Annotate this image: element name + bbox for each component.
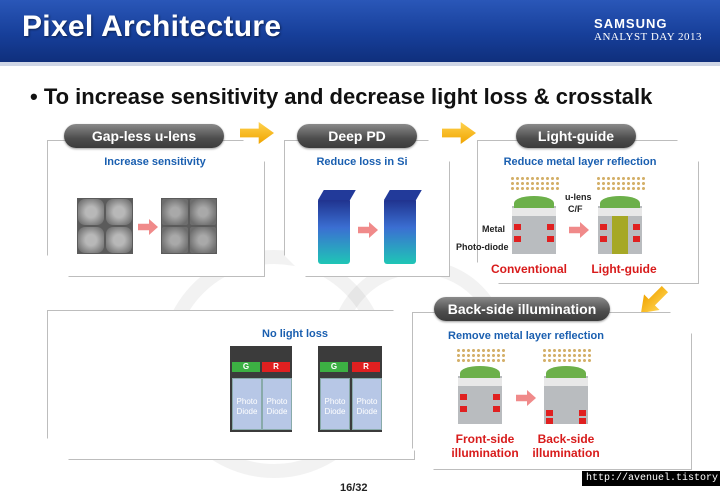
step-sub-gapless: Increase sensitivity: [104, 156, 206, 168]
conventional-label: Conventional: [490, 262, 567, 276]
bullet-text: • To increase sensitivity and decrease l…: [30, 84, 653, 109]
pixel-back-side-image: [544, 366, 588, 424]
light-dots: [510, 176, 560, 190]
light-dots: [542, 348, 592, 362]
step-label-gapless: Gap-less u-lens: [64, 124, 224, 148]
header-divider: [0, 62, 720, 66]
page-number: 16/32: [340, 482, 368, 494]
step-label-light-guide: Light-guide: [516, 124, 636, 148]
red-filter: R: [352, 362, 380, 372]
light-guide-label: Light-guide: [591, 262, 657, 276]
step-sub-deep-pd: Reduce loss in Si: [316, 156, 408, 168]
step-sub-bsi: Remove metal layer reflection: [448, 330, 604, 342]
photodiode-cell: Photo Diode: [352, 378, 382, 430]
light-dots: [596, 176, 646, 190]
photodiode-deep-image: [384, 190, 422, 264]
no-light-loss-title: No light loss: [262, 328, 328, 340]
green-filter: G: [320, 362, 348, 372]
ulens-gapless-image: [161, 198, 217, 254]
arrow-right-icon: [442, 122, 476, 144]
step-label-bsi: Back-side illumination: [434, 297, 610, 321]
pixel-conventional-image: [512, 196, 556, 254]
step-sub-light-guide: Reduce metal layer reflection: [503, 156, 657, 168]
brand-line2: ANALYST DAY 2013: [594, 31, 702, 43]
brand-logo: SAMSUNG ANALYST DAY 2013: [594, 16, 702, 43]
photodiode-cell: Photo Diode: [320, 378, 350, 430]
red-filter: R: [262, 362, 290, 372]
page-title: Pixel Architecture: [22, 10, 282, 43]
front-side-label: Front-side illumination: [451, 432, 519, 460]
brand-line1: SAMSUNG: [594, 16, 668, 31]
photodiode-label: Photo-diode: [456, 242, 509, 252]
ulens-conventional-image: [77, 198, 133, 254]
ulens-label: u-lens: [565, 192, 592, 202]
step-label-deep-pd: Deep PD: [297, 124, 417, 148]
pixel-front-side-image: [458, 366, 502, 424]
green-filter: G: [232, 362, 260, 372]
photodiode-cell: Photo Diode: [232, 378, 262, 430]
arrow-right-icon: [240, 122, 274, 144]
panel-deep-pd: [284, 140, 450, 277]
back-side-label: Back-side illumination: [532, 432, 600, 460]
source-url: http://avenuel.tistory.com: [582, 471, 720, 486]
cf-label: C/F: [568, 204, 583, 214]
light-dots: [456, 348, 506, 362]
photodiode-shallow-image: [318, 190, 356, 264]
header-bar: Pixel Architecture SAMSUNG ANALYST DAY 2…: [0, 0, 720, 62]
pixel-light-guide-image: [598, 196, 642, 254]
metal-label: Metal: [482, 224, 506, 234]
photodiode-cell: Photo Diode: [262, 378, 292, 430]
